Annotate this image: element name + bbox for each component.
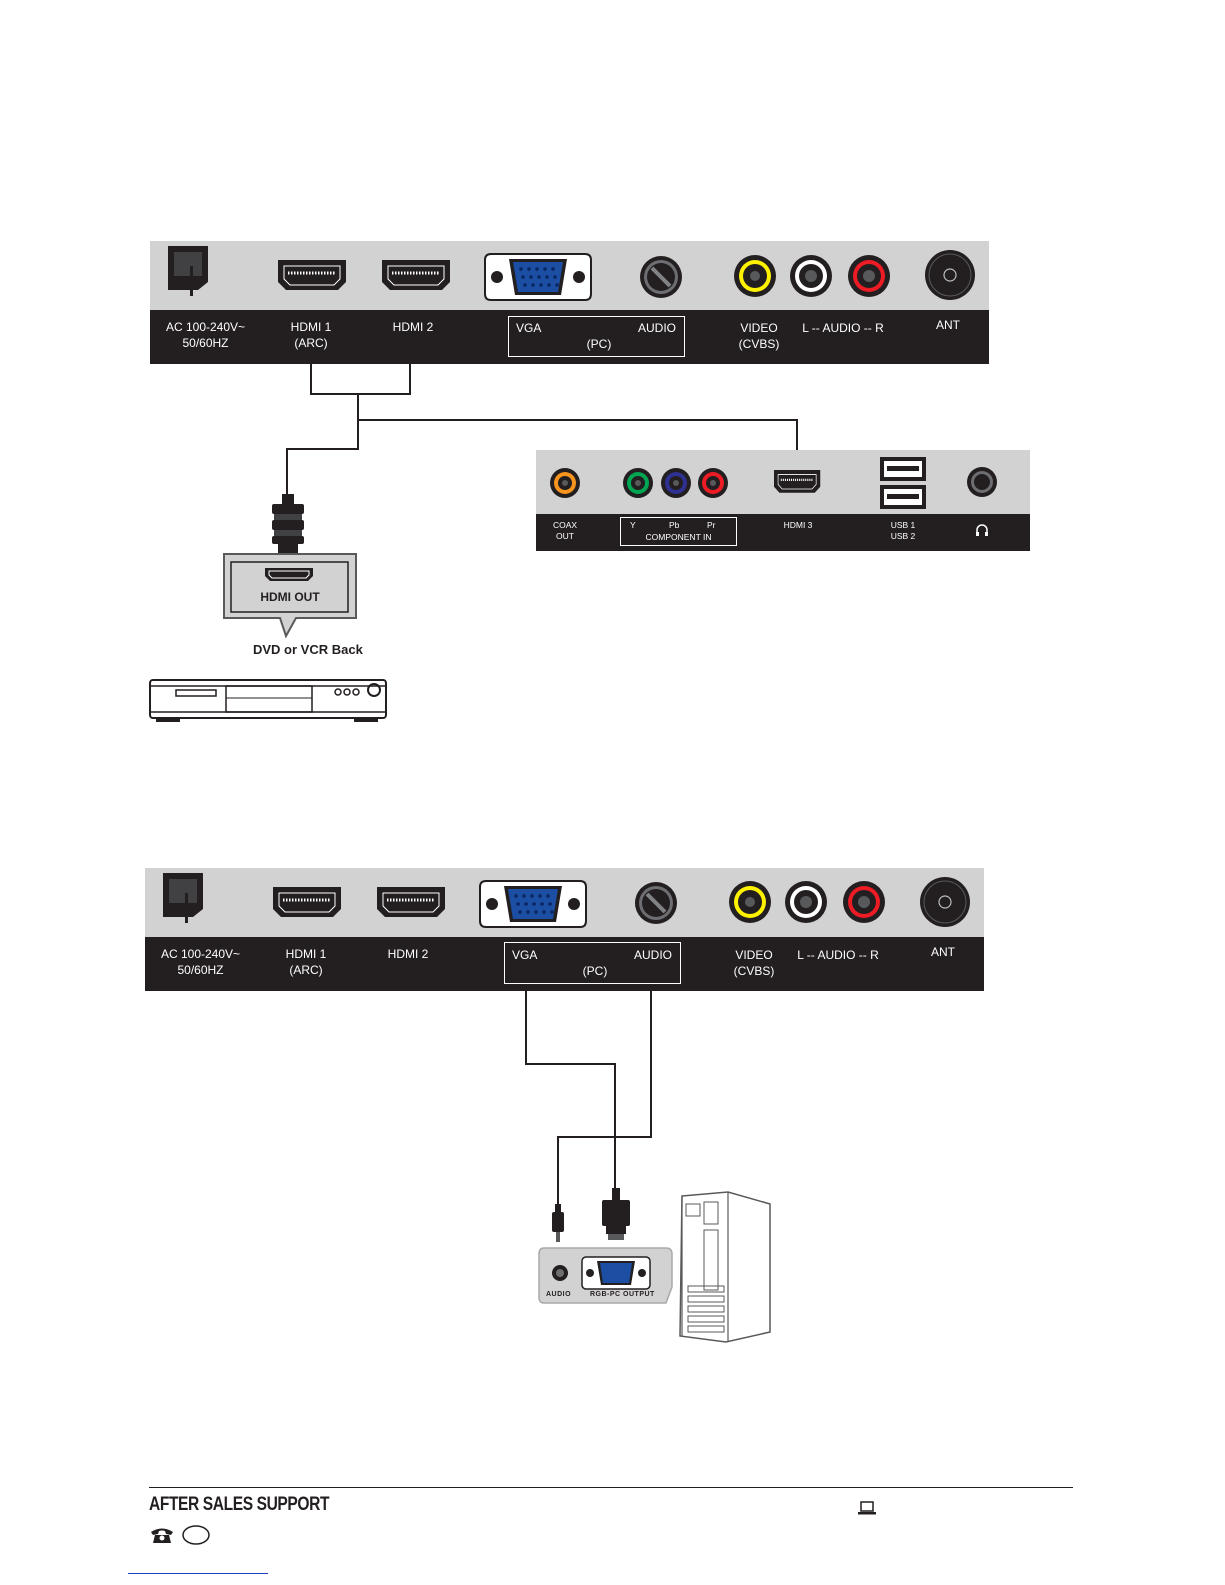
audio-r-rca-jack-icon — [839, 879, 889, 929]
ac-label: AC 100-240V~50/60HZ — [153, 946, 248, 978]
hdmi3-label: HDMI 3 — [774, 520, 822, 531]
usb1-port-icon — [879, 456, 927, 482]
pc-tower-icon — [670, 1190, 774, 1346]
audio-wire — [557, 1136, 652, 1138]
power-plug-icon — [168, 246, 212, 298]
tv-back-panel-top: AC 100-240V~50/60HZ HDMI 1(ARC) HDMI 2 V… — [150, 241, 989, 364]
component-y-label: Y — [630, 520, 636, 531]
usb2-port-icon — [879, 484, 927, 510]
hdmi1-label: HDMI 1(ARC) — [278, 319, 344, 351]
l-audio-r-label: L -- AUDIO -- R — [800, 320, 886, 336]
pc-label: (PC) — [578, 336, 620, 352]
component-in-label: COMPONENT IN — [626, 532, 731, 543]
headphone-jack-icon — [966, 466, 998, 498]
footer-rule — [149, 1487, 1073, 1488]
hdmi-wire — [409, 364, 411, 394]
hdmi2-label: HDMI 2 — [377, 946, 439, 962]
video-label: VIDEO(CVBS) — [734, 320, 784, 352]
hdmi1-port-icon — [273, 887, 343, 919]
component-pr-label: Pr — [707, 520, 716, 531]
hdmi2-port-icon — [382, 260, 452, 292]
hdmi-wire — [286, 448, 359, 450]
dvd-caption: DVD or VCR Back — [253, 642, 363, 657]
l-audio-r-label: L -- AUDIO -- R — [795, 947, 881, 963]
vga-port-icon — [479, 880, 589, 930]
audio-wire — [650, 984, 652, 1138]
pc-label: (PC) — [574, 963, 616, 979]
region-badge-icon — [181, 1524, 211, 1546]
ac-label: AC 100-240V~50/60HZ — [158, 319, 253, 351]
component-pr-jack-icon — [696, 466, 730, 500]
pc-audio-label: AUDIO — [634, 947, 672, 963]
pc-audio-output-label: AUDIO — [546, 1291, 571, 1298]
audio-wire — [557, 1136, 559, 1206]
hdmi1-label: HDMI 1(ARC) — [273, 946, 339, 978]
hdmi3-port-icon — [774, 470, 824, 494]
ant-label: ANT — [927, 944, 959, 960]
antenna-jack-icon — [922, 249, 978, 305]
audio-plug-icon — [550, 1204, 566, 1244]
footer-title: AFTER SALES SUPPORT — [149, 1494, 329, 1516]
hdmi-wire — [310, 393, 411, 395]
video-rca-jack-icon — [725, 879, 775, 929]
rgb-pc-output-label: RGB-PC OUTPUT — [590, 1291, 655, 1298]
power-plug-icon — [163, 873, 207, 925]
hdmi1-port-icon — [278, 260, 348, 292]
hdmi-wire — [310, 364, 312, 394]
ant-label: ANT — [932, 317, 964, 333]
tv-back-panel-bottom: AC 100-240V~50/60HZ HDMI 1(ARC) HDMI 2 V… — [145, 868, 984, 991]
hdmi-wire — [796, 419, 798, 450]
footer-link-underline — [128, 1573, 268, 1574]
antenna-jack-icon — [917, 876, 973, 932]
audio-l-rca-jack-icon — [786, 253, 836, 303]
headphone-icon — [974, 522, 990, 538]
vga-label: VGA — [516, 320, 541, 336]
video-rca-jack-icon — [730, 253, 780, 303]
hdmi-wire — [286, 448, 288, 498]
pc-audio-jack-icon — [631, 880, 681, 930]
vga-wire — [525, 984, 527, 1064]
dvd-player-icon — [148, 668, 390, 726]
hdmi-wire — [357, 419, 798, 421]
component-pb-label: Pb — [669, 520, 679, 531]
vga-label: VGA — [512, 947, 537, 963]
vga-wire — [614, 1063, 616, 1190]
vga-port-icon — [484, 253, 594, 303]
hdmi-plug-icon — [268, 494, 308, 560]
coax-out-jack-icon — [548, 466, 582, 500]
phone-icon — [149, 1526, 175, 1544]
component-y-jack-icon — [621, 466, 655, 500]
vga-wire — [525, 1063, 616, 1065]
audio-l-rca-jack-icon — [781, 879, 831, 929]
video-label: VIDEO(CVBS) — [729, 947, 779, 979]
hdmi2-port-icon — [377, 887, 447, 919]
audio-r-rca-jack-icon — [844, 253, 894, 303]
hdmi-wire — [357, 393, 359, 450]
pc-audio-label: AUDIO — [638, 320, 676, 336]
hdmi2-label: HDMI 2 — [382, 319, 444, 335]
component-pb-jack-icon — [659, 466, 693, 500]
hdmi-out-label: HDMI OUT — [240, 590, 340, 604]
pc-audio-jack-icon — [636, 254, 686, 304]
vga-plug-icon — [600, 1188, 632, 1244]
laptop-icon — [857, 1500, 877, 1516]
